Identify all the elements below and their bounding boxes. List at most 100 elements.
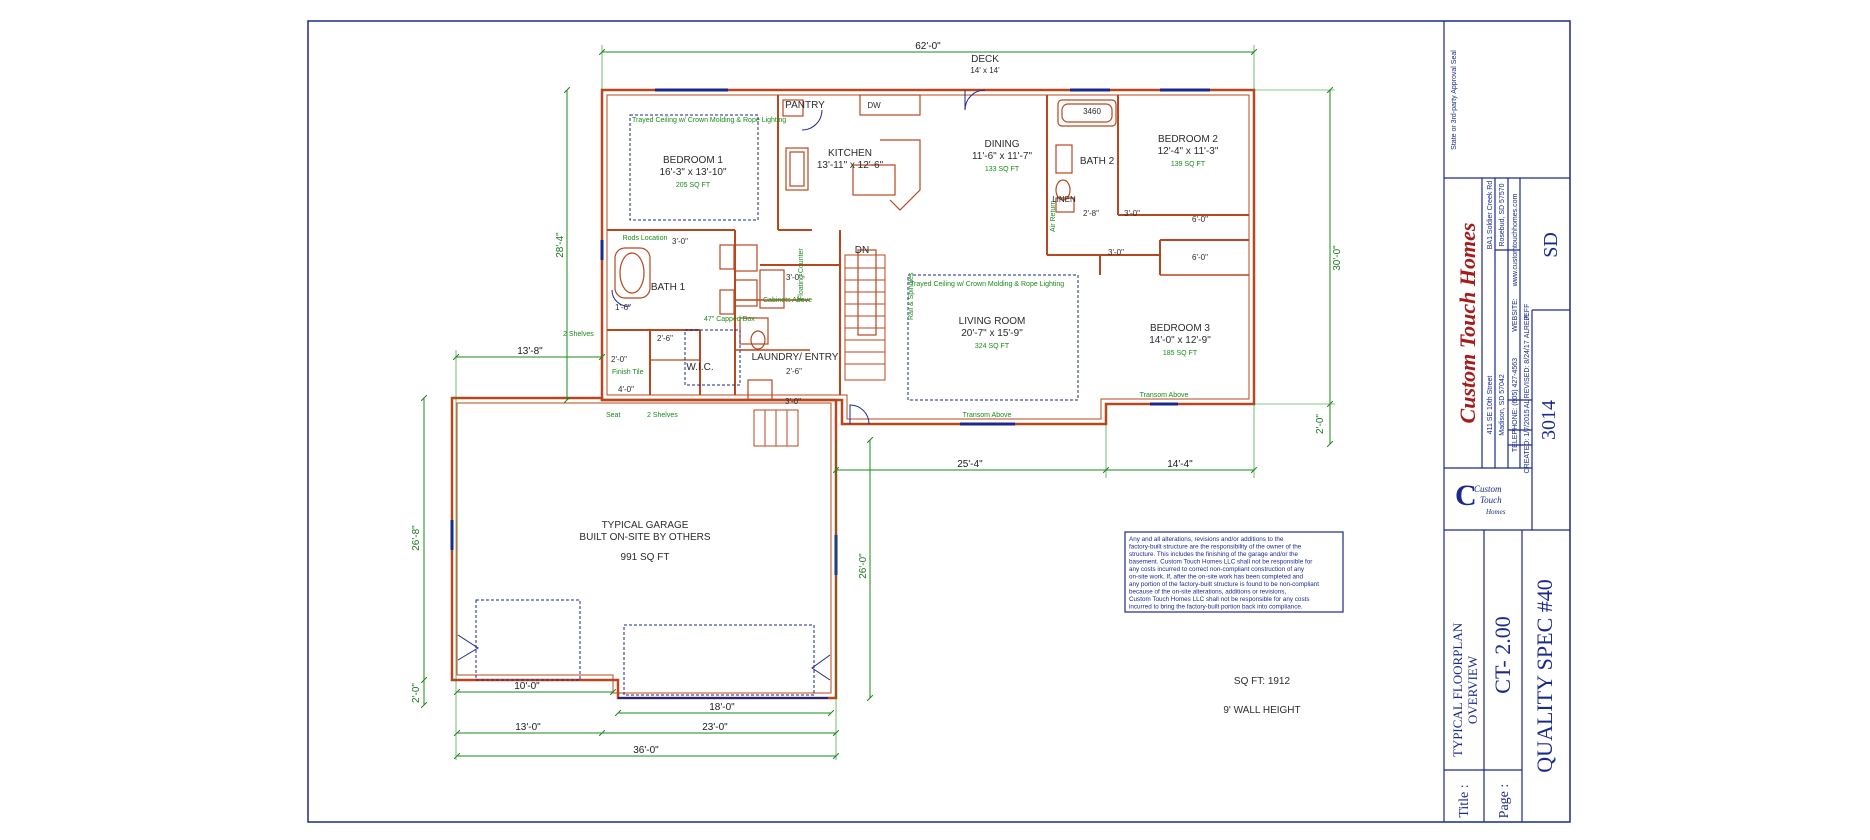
stairs xyxy=(753,254,886,447)
dim-right-small: 2'-0" xyxy=(1315,414,1326,434)
title-line-2: OVERVIEW xyxy=(1465,655,1480,724)
dim-25-4: 25'-4" xyxy=(957,459,983,470)
dining-size: 11'-6" x 11'-7" xyxy=(972,151,1032,162)
dim-3a: 3'-0" xyxy=(672,237,688,246)
dim-13-0: 13'-0" xyxy=(515,722,541,733)
dimension-labels: 62'-0" 28'-4" 30'-0" 2'-0" 13'-8" 25'-4"… xyxy=(411,41,1343,756)
created-date: 1/7/2015 xyxy=(1524,409,1531,436)
tub-label: 3460 xyxy=(1083,107,1101,116)
floating-label: Floating Counter xyxy=(798,248,805,300)
bedroom3-label: BEDROOM 3 xyxy=(1150,323,1210,334)
dim-left-upper: 28'-4" xyxy=(555,232,566,258)
note-line: on-site work. If, after the on-site work… xyxy=(1129,574,1303,581)
dim-garage-left: 26'-8" xyxy=(411,525,422,551)
note-line: basement. Custom Touch Homes LLC shall n… xyxy=(1129,559,1312,566)
laundry-label: LAUNDRY/ ENTRY xyxy=(752,352,839,363)
title-line-1: TYPICAL FLOORPLAN xyxy=(1450,622,1465,757)
dim-4-0: 4'-0" xyxy=(618,385,634,394)
garage-sub-label: BUILT ON-SITE BY OTHERS xyxy=(579,532,710,543)
dim-18-0: 18'-0" xyxy=(709,702,735,713)
title-block xyxy=(1443,21,1570,822)
address-line-2: Madison, SD 57042 xyxy=(1499,374,1506,436)
transom-bed3: Transom Above xyxy=(1140,392,1189,399)
dim-garage-small: 2'-0" xyxy=(411,683,422,703)
dw-label: DW xyxy=(867,101,881,110)
living-note: Trayed Ceiling w/ Crown Molding & Rope L… xyxy=(910,281,1064,288)
address-line-3: BA1 Soldier Creek Rd xyxy=(1487,181,1494,250)
dim-36-0: 36'-0" xyxy=(633,745,659,756)
wic-label: W.I.C. xyxy=(686,362,713,373)
shelves1-label: 2 Shelves xyxy=(563,331,594,338)
dimension-lines xyxy=(424,45,1335,760)
note-line: any costs incurred to correct non-compli… xyxy=(1129,566,1305,573)
dim-10-0: 10'-0" xyxy=(514,681,540,692)
room-labels: DECK 14' x 14' Trayed Ceiling w/ Crown M… xyxy=(563,54,1219,563)
page-label: Page : xyxy=(1497,784,1512,819)
model-number: 3014 xyxy=(1538,400,1560,440)
dim-3c: 3'-0" xyxy=(1124,209,1140,218)
note-line: because of the on-site alterations, addi… xyxy=(1129,589,1286,596)
dim-2-6: 2'-6" xyxy=(657,334,673,343)
dim-6a: 6'-0" xyxy=(1192,215,1208,224)
bedroom3-area: 185 SQ FT xyxy=(1163,350,1198,357)
bedroom1-note: Trayed Ceiling w/ Crown Molding & Rope L… xyxy=(632,117,786,124)
bedroom2-area: 139 SQ FT xyxy=(1171,161,1206,168)
transom-living: Transom Above xyxy=(963,412,1012,419)
living-label: LIVING ROOM xyxy=(959,316,1026,327)
dining-area: 133 SQ FT xyxy=(985,166,1020,173)
dining-label: DINING xyxy=(985,139,1020,150)
logo-mark: C xyxy=(1455,479,1477,512)
sqft-summary: SQ FT: 1912 xyxy=(1234,676,1291,687)
fixtures xyxy=(614,94,1117,401)
dim-1-6: 1'-6" xyxy=(615,303,631,312)
dim-2-0b: 2'-0" xyxy=(611,355,627,364)
note-line: factory-built structure are the responsi… xyxy=(1129,544,1302,551)
dim-3b: 3'-0" xyxy=(786,273,802,282)
deck-label: DECK xyxy=(971,54,999,65)
title-label: Title : xyxy=(1457,784,1472,817)
note-line: Any and all alterations, revisions and/o… xyxy=(1129,536,1284,543)
dim-14-4: 14'-4" xyxy=(1167,459,1193,470)
dim-right: 30'-0" xyxy=(1332,245,1343,271)
rep-name: JEFF xyxy=(1524,304,1531,321)
tray-ceilings xyxy=(475,114,1079,696)
doors xyxy=(457,89,986,681)
address-line-4: Rosebud, SD 57570 xyxy=(1499,183,1506,246)
bath1-label: BATH 1 xyxy=(651,282,686,293)
note-line: structure. This includes the finishing o… xyxy=(1129,551,1298,558)
bedroom2-label: BEDROOM 2 xyxy=(1158,134,1218,145)
revised-label: REVISED: xyxy=(1524,366,1531,399)
bedroom1-size: 16'-3" x 13'-10" xyxy=(659,167,727,178)
living-size: 20'-7" x 15'-9" xyxy=(961,328,1023,339)
dim-3e: 3'-0" xyxy=(785,397,801,406)
revised-by: AL xyxy=(1524,330,1531,339)
cabinets-label: Cabinets Above xyxy=(763,297,812,304)
created-label: CREATED: xyxy=(1524,439,1531,474)
page-number: CT- 2.00 xyxy=(1490,616,1515,693)
company-name: Custom Touch Homes xyxy=(1455,223,1480,424)
linen-label: LINEN xyxy=(1052,195,1076,204)
bath2-label: BATH 2 xyxy=(1080,156,1115,167)
dim-6b: 6'-0" xyxy=(1192,253,1208,262)
website: www.customtouchhomes.com xyxy=(1512,194,1519,288)
shelves2-label: 2 Shelves xyxy=(647,412,678,419)
kitchen-size: 13'-11" x 12'-6" xyxy=(817,160,884,171)
created-by: AL xyxy=(1524,400,1531,409)
dim-3d: 3'-0" xyxy=(1108,248,1124,257)
title-block-text: State or 3rd-party Approval Seal Custom … xyxy=(1450,50,1562,819)
logo-text-3: Homes xyxy=(1485,508,1506,516)
rail-label: Rail & Spindles xyxy=(908,272,915,320)
disclaimer-note: Any and all alterations, revisions and/o… xyxy=(1124,531,1344,613)
deck-size: 14' x 14' xyxy=(970,66,1000,75)
note-line: any portion of the factory-built structu… xyxy=(1129,581,1319,588)
rep-label: REP: xyxy=(1524,314,1531,330)
pantry-label: PANTRY xyxy=(785,100,825,111)
garden-note: Rods Location xyxy=(623,235,668,242)
dim-garage-right: 26'-0" xyxy=(858,553,869,579)
kitchen-label: KITCHEN xyxy=(828,148,872,159)
bedroom2-size: 12'-4" x 11'-3" xyxy=(1158,146,1219,157)
website-label: WEBSITE: xyxy=(1512,298,1519,332)
dim-13-8: 13'-8" xyxy=(517,346,543,357)
sheet-border xyxy=(307,20,1571,823)
